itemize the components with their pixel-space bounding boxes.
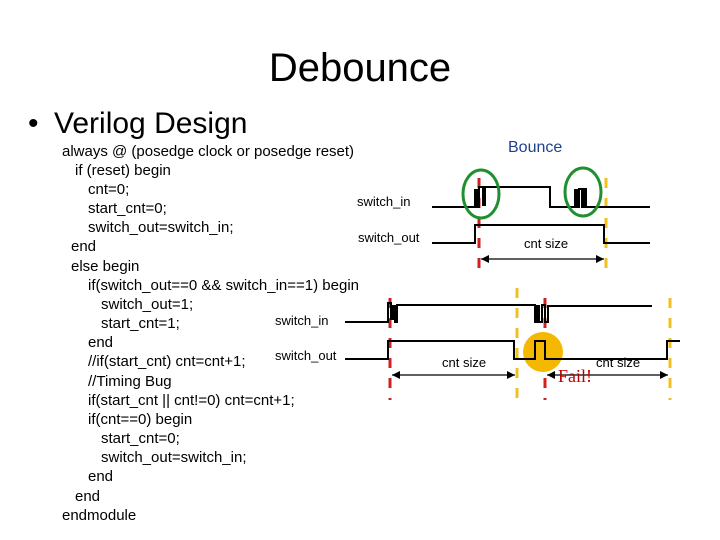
arrow-head-left	[547, 371, 555, 379]
switch-out-label-top: switch_out	[358, 230, 420, 245]
switch-in-waveform-bottom	[345, 302, 652, 323]
code-line: start_cnt=0;	[101, 430, 180, 447]
bounce-label: Bounce	[508, 139, 563, 156]
cnt-size-label-bottom-right: cnt size	[596, 355, 641, 370]
switch-in-label-top: switch_in	[357, 194, 411, 209]
switch-out-waveform-top	[432, 224, 650, 244]
arrow-head-right	[596, 255, 604, 263]
code-line: cnt=0;	[88, 181, 130, 198]
code-line: switch_out=1;	[101, 296, 194, 313]
bounce-circle-left	[461, 168, 501, 220]
code-line: start_cnt=1;	[101, 315, 180, 332]
code-line: else begin	[71, 258, 140, 275]
switch-in-label-bottom: switch_in	[275, 313, 329, 328]
code-line: endmodule	[62, 507, 137, 524]
code-line: //Timing Bug	[88, 373, 172, 390]
code-line: switch_out=switch_in;	[88, 219, 234, 236]
cnt-size-label-bottom-left: cnt size	[442, 355, 487, 370]
code-line: if(cnt==0) begin	[88, 411, 193, 428]
code-line: //if(start_cnt) cnt=cnt+1;	[88, 353, 246, 370]
code-line: end	[88, 468, 114, 485]
code-line: switch_out=switch_in;	[101, 449, 247, 466]
switch-in-waveform-top	[432, 186, 630, 208]
bullet-dot: •	[28, 107, 39, 140]
arrow-head-right	[660, 371, 668, 379]
code-line: end	[88, 334, 114, 351]
code-line: end	[71, 238, 97, 255]
arrow-head-left	[392, 371, 400, 379]
fail-highlight	[523, 332, 563, 372]
code-line: if(start_cnt || cnt!=0) cnt=cnt+1;	[88, 392, 295, 409]
fail-label: Fail!	[558, 366, 592, 386]
switch-out-label-bottom: switch_out	[275, 348, 337, 363]
bullet-text: Verilog Design	[54, 107, 248, 140]
arrow-head-right	[507, 371, 515, 379]
code-line: end	[75, 488, 101, 505]
bounce-circle-right	[563, 166, 603, 218]
code-line: always @ (posedge clock or posedge reset…	[62, 143, 355, 160]
code-line: if(switch_out==0 && switch_in==1) begin	[88, 277, 359, 294]
arrow-head-left	[481, 255, 489, 263]
code-line: if (reset) begin	[75, 162, 171, 179]
slide-title: Debounce	[268, 46, 452, 90]
code-line: start_cnt=0;	[88, 200, 167, 217]
switch-out-waveform-bottom	[345, 340, 680, 360]
cnt-size-label-top: cnt size	[524, 236, 569, 251]
